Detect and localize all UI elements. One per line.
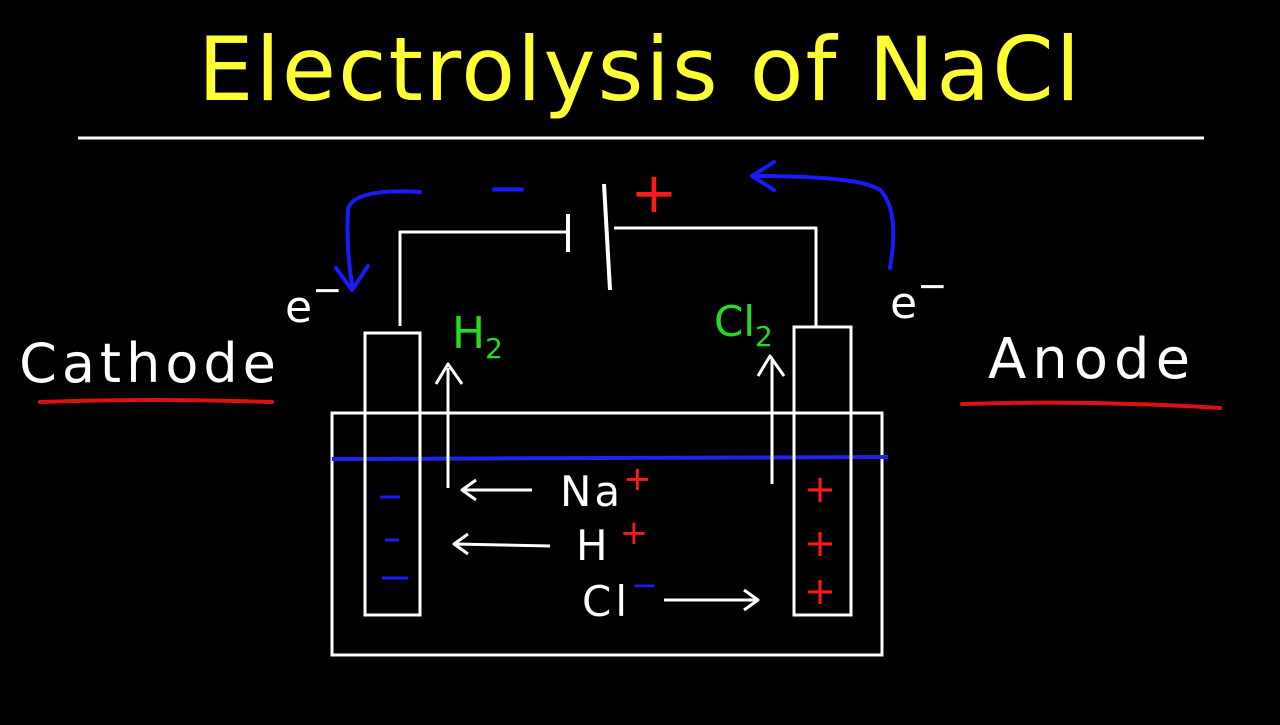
right-electron-arrowhead <box>750 160 776 192</box>
electrolysis-container <box>330 411 884 657</box>
h2-gas-label: H2 <box>452 308 503 365</box>
anode-electrode <box>792 325 853 617</box>
battery-negative-sign: − <box>487 159 529 217</box>
sodium-ion-label: Na+ <box>560 459 655 516</box>
right-wire <box>614 226 818 326</box>
right-electron-flow-arrow <box>752 174 896 270</box>
anode-positive-charge-1: + <box>804 467 836 511</box>
solution-level <box>331 455 889 461</box>
cl2-rise-arrowhead <box>756 354 786 377</box>
electron-label-right: e− <box>890 266 947 329</box>
anode-label: Anode <box>988 327 1196 392</box>
h-ion-arrow <box>453 542 551 548</box>
cathode-electrode <box>363 331 422 617</box>
title: Electrolysis of NaCl <box>198 18 1082 121</box>
cathode-label: Cathode <box>19 332 281 395</box>
chloride-ion-label: Cl− <box>582 566 662 626</box>
electron-label-left: e− <box>285 270 342 333</box>
battery-long-plate <box>602 183 612 291</box>
left-wire <box>398 230 568 326</box>
cl-ion-arrowhead <box>743 588 760 612</box>
na-ion-arrowhead <box>460 478 477 502</box>
cathode-underline <box>38 398 274 404</box>
left-electron-flow-arrow <box>345 189 422 286</box>
anode-underline <box>960 400 1222 410</box>
anode-positive-charge-2: + <box>804 521 836 565</box>
left-electron-arrowhead <box>334 264 370 292</box>
battery-positive-sign: + <box>631 161 678 226</box>
h-ion-arrowhead <box>452 532 469 556</box>
h2-rise-arrowhead <box>434 362 464 385</box>
anode-positive-charge-3: + <box>804 569 836 613</box>
hydrogen-ion-label: H+ <box>576 513 648 570</box>
cl2-gas-label: Cl2 <box>714 297 773 353</box>
